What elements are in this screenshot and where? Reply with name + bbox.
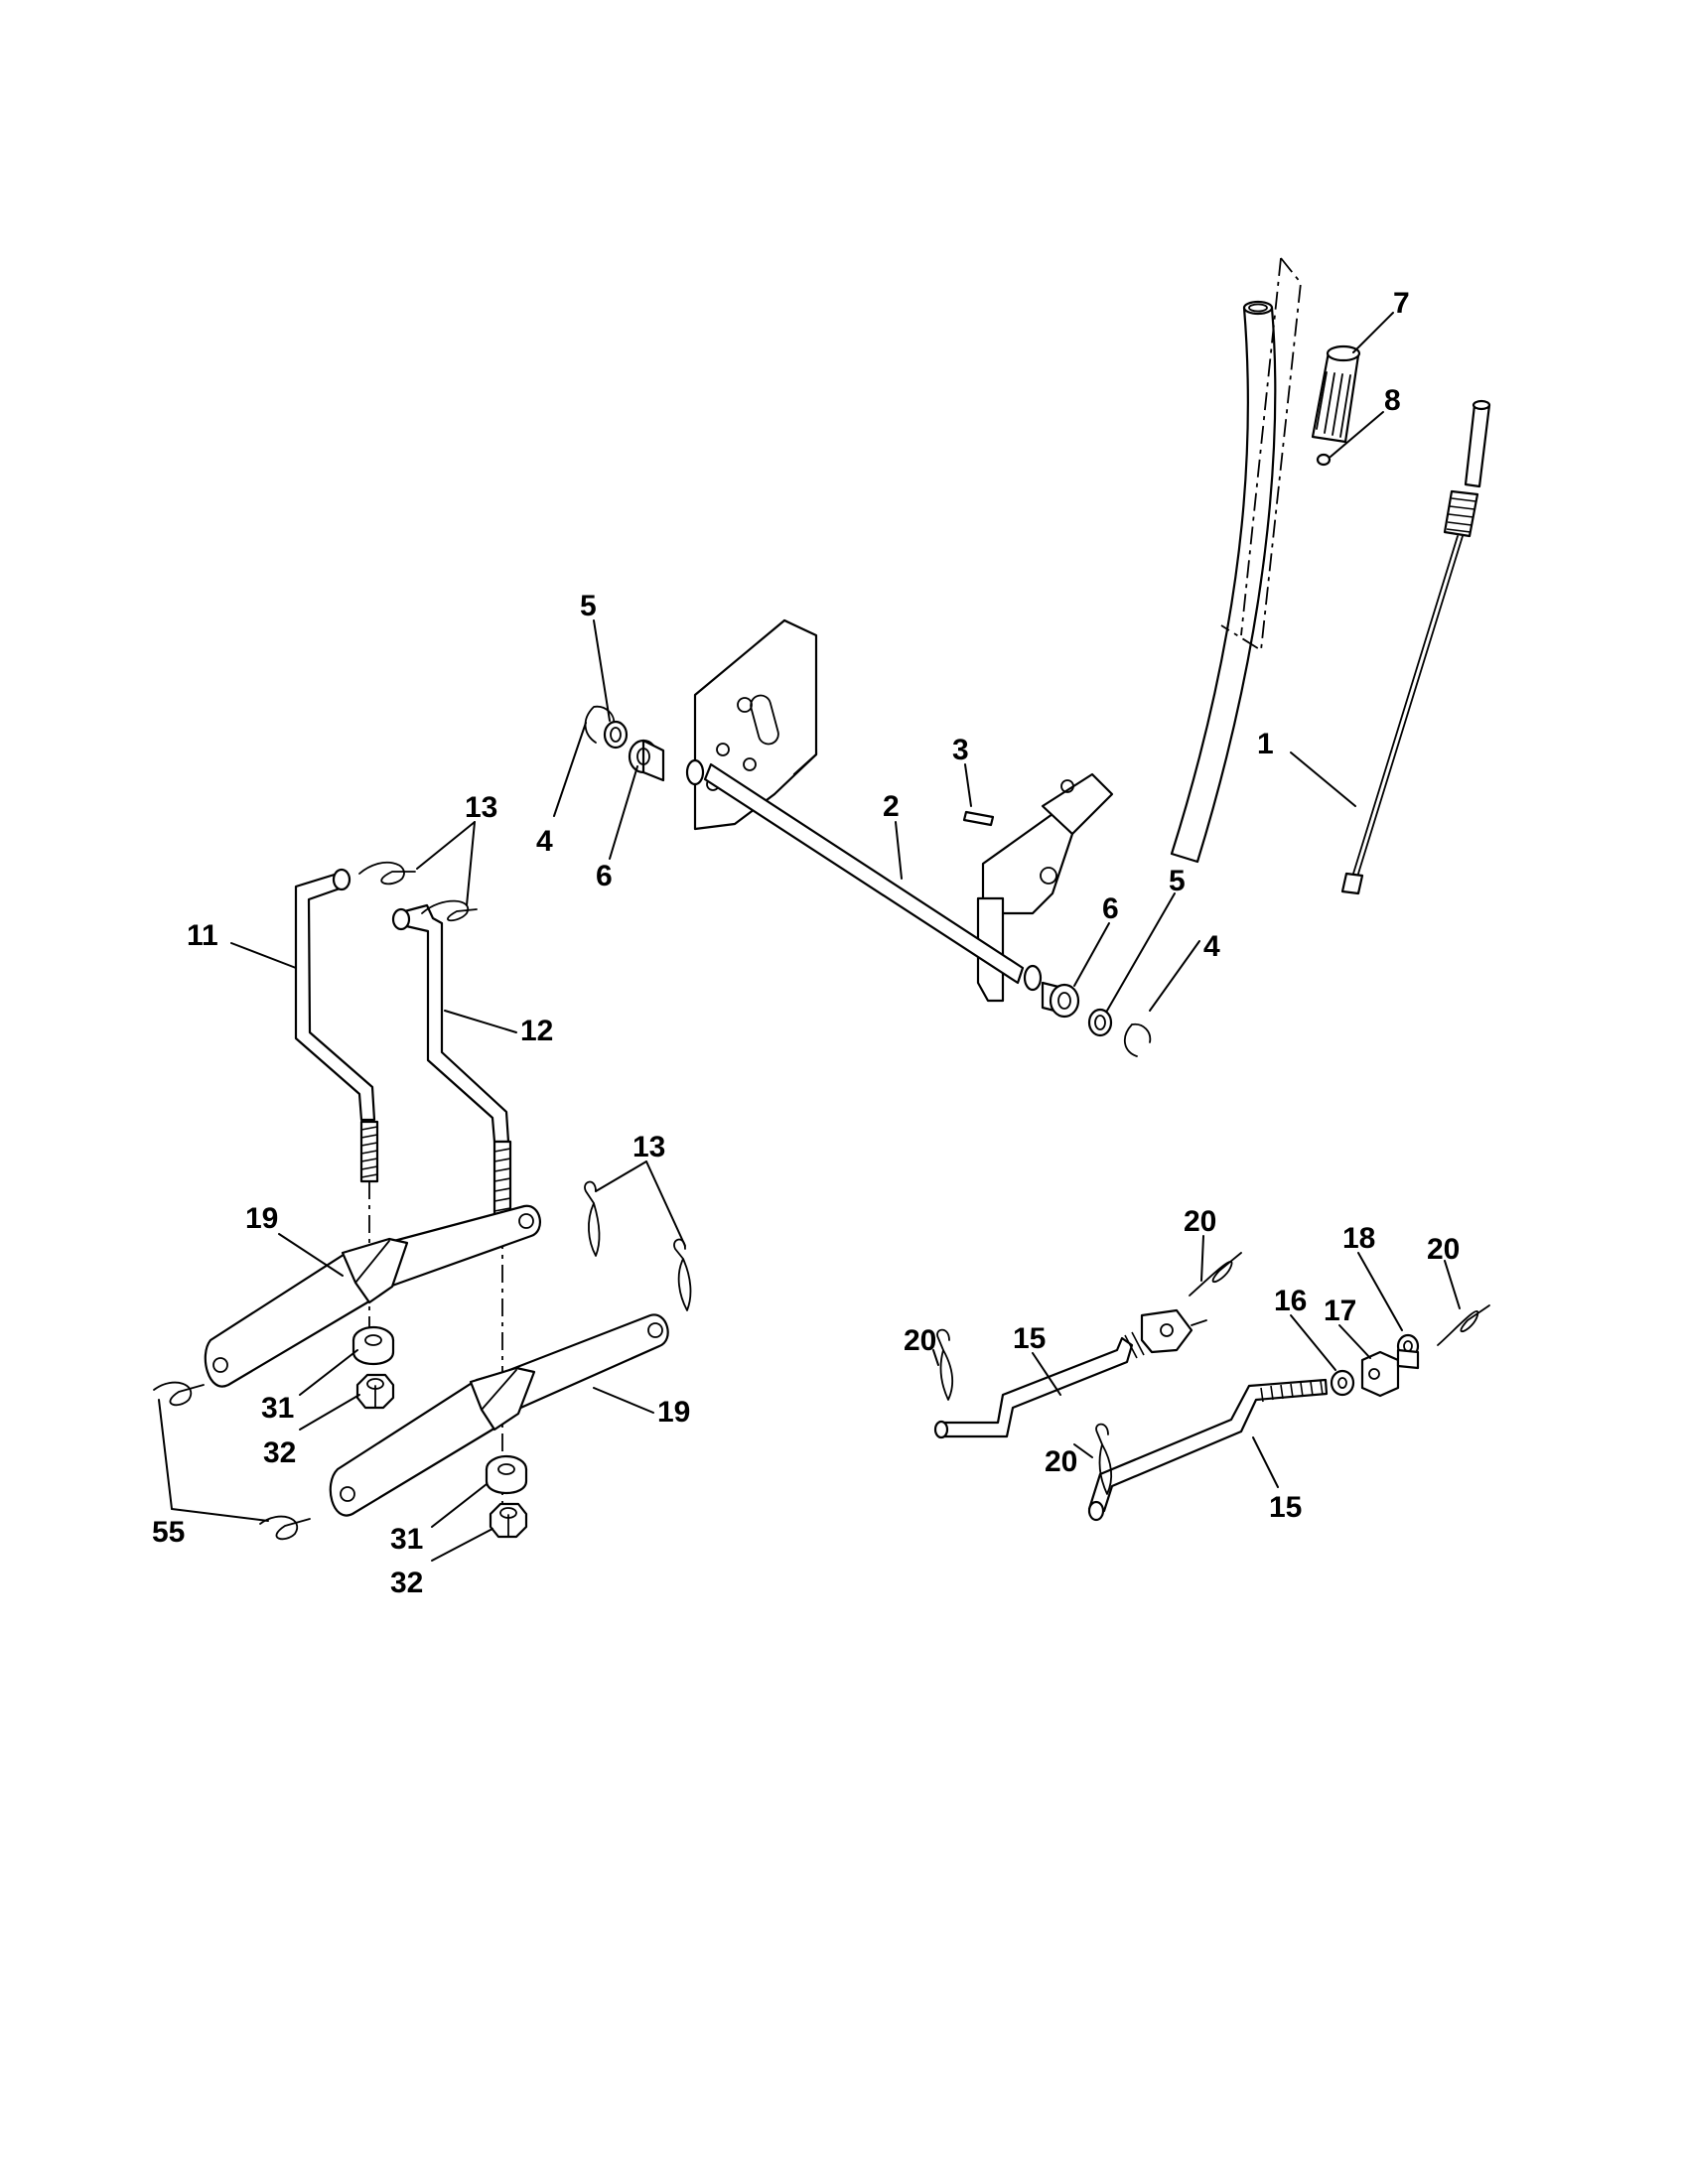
callout-20-c: 20 [1045, 1445, 1077, 1478]
deck-link-lower [1087, 1378, 1329, 1522]
callout-12: 12 [520, 1015, 553, 1047]
callout-55: 55 [152, 1516, 185, 1549]
callout-16: 16 [1274, 1285, 1307, 1317]
callout-15-upper: 15 [1013, 1322, 1046, 1355]
callout-13-lower: 13 [632, 1131, 665, 1163]
nut-18 [1396, 1333, 1420, 1370]
roll-pin [962, 810, 995, 827]
callout-4-left: 4 [536, 825, 553, 858]
leader-lines [158, 312, 1461, 1562]
washer-left [603, 720, 629, 750]
hairpin-clip-55-1 [153, 1381, 205, 1407]
callout-19-upper: 19 [245, 1202, 278, 1235]
washer-16 [1330, 1369, 1355, 1397]
spacer-31-left [351, 1325, 395, 1365]
callout-19-lower: 19 [657, 1396, 690, 1429]
callout-18: 18 [1342, 1222, 1375, 1255]
hairpin-clip-20-2 [1189, 1252, 1242, 1297]
lift-arm-lower [329, 1313, 669, 1517]
callout-31-left: 31 [261, 1392, 294, 1425]
lift-link-12 [391, 903, 512, 1233]
bushing-right [1041, 981, 1080, 1019]
hairpin-clip-upper-2 [421, 899, 478, 922]
grip-pin [1316, 453, 1332, 467]
callout-3: 3 [952, 734, 969, 766]
spacer-31-right [485, 1454, 528, 1494]
lift-shaft [685, 758, 1043, 992]
deck-link-upper [933, 1308, 1207, 1439]
hairpin-clip-arm-1 [584, 1180, 601, 1257]
e-clip-right [1123, 1023, 1152, 1057]
lift-link-11 [294, 868, 379, 1183]
callout-15-lower: 15 [1269, 1491, 1302, 1524]
callout-20-b: 20 [904, 1324, 936, 1357]
nut-32-right [489, 1502, 528, 1539]
hairpin-clip-20-4 [1437, 1304, 1490, 1346]
hairpin-clip-arm-2 [673, 1238, 692, 1311]
trunnion-block-17 [1360, 1350, 1400, 1398]
callout-1: 1 [1257, 728, 1274, 760]
callout-11: 11 [187, 919, 218, 952]
lift-arm-upper [204, 1204, 541, 1388]
washer-right [1087, 1008, 1113, 1037]
callout-5-right: 5 [1169, 865, 1186, 897]
callout-13-upper: 13 [465, 791, 497, 824]
callout-20-a: 20 [1184, 1205, 1216, 1238]
hairpin-clip-20-1 [936, 1328, 954, 1401]
hairpin-clip-20-3 [1095, 1423, 1113, 1495]
callout-4-right: 4 [1203, 930, 1220, 963]
callout-32-left: 32 [263, 1436, 296, 1469]
callout-20-d: 20 [1427, 1233, 1460, 1266]
hairpin-clip-55-2 [259, 1515, 311, 1541]
callout-5-left: 5 [580, 590, 597, 622]
callout-6-right: 6 [1102, 892, 1119, 925]
callout-8: 8 [1384, 384, 1401, 417]
lift-cable [1340, 399, 1491, 895]
callout-32-right: 32 [390, 1567, 423, 1599]
callout-2: 2 [883, 790, 900, 823]
callout-7: 7 [1393, 287, 1410, 320]
callout-31-right: 31 [390, 1523, 423, 1556]
hairpin-clip-upper-1 [358, 862, 416, 886]
callout-6-left: 6 [596, 860, 613, 892]
handle-grip [1311, 344, 1361, 444]
lift-handle-assembly [976, 300, 1277, 1003]
phantom-outline [1220, 257, 1302, 652]
nut-32-left [355, 1373, 395, 1410]
callout-17: 17 [1324, 1295, 1356, 1327]
bushing-left [628, 739, 665, 782]
